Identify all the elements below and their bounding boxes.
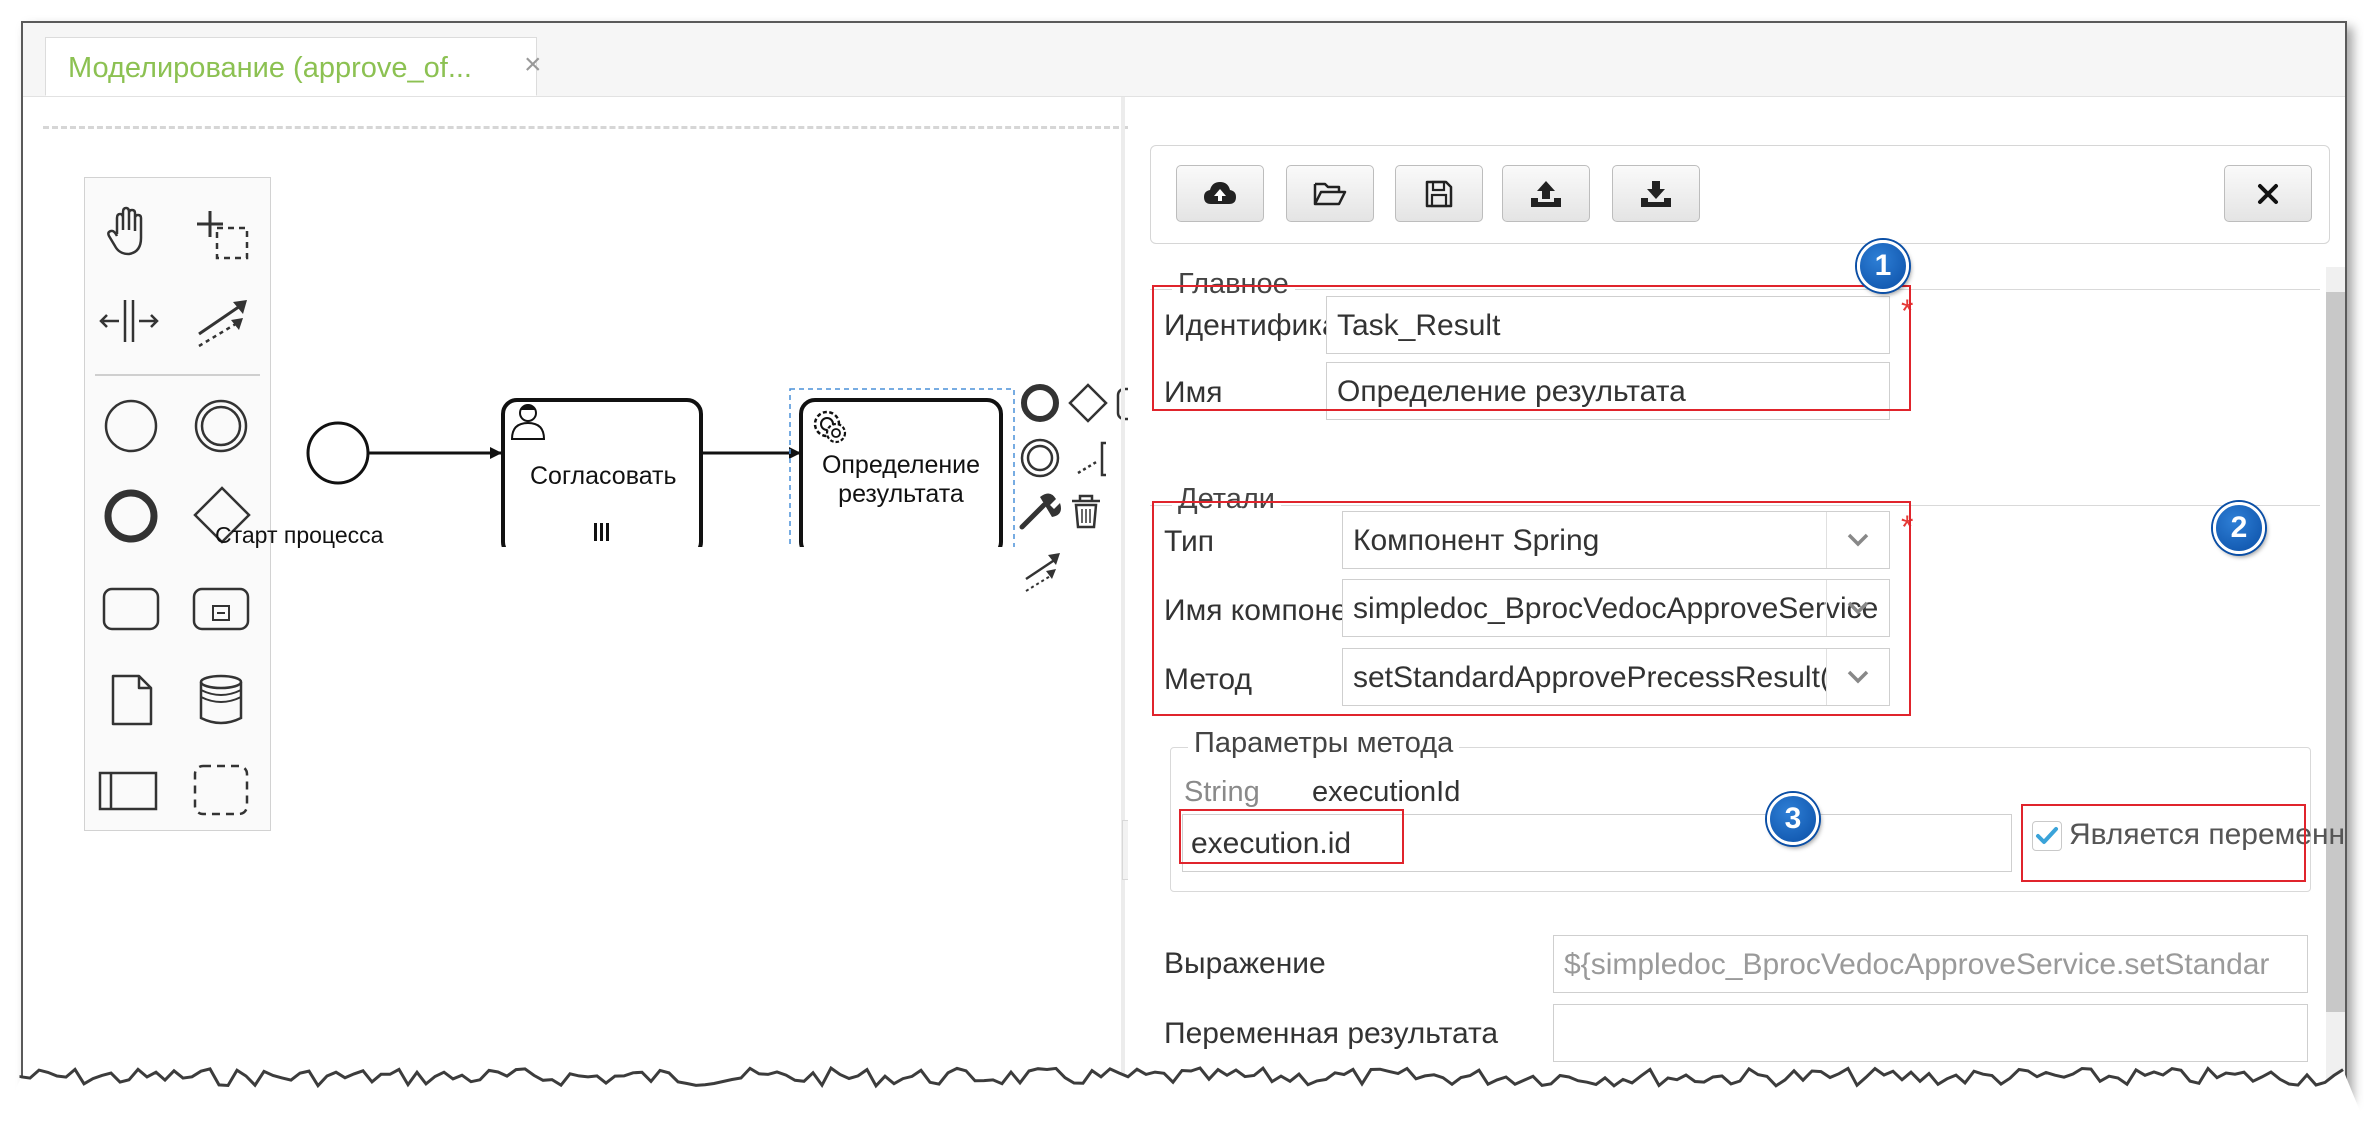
space-tool-icon[interactable] bbox=[99, 296, 159, 351]
is-variable-label: Является переменной bbox=[2069, 818, 2346, 851]
global-connect-icon[interactable] bbox=[193, 292, 253, 355]
component-select-value: simpledoc_BprocVedocApproveService bbox=[1353, 592, 1879, 625]
result-variable-input[interactable] bbox=[1553, 1004, 2308, 1062]
append-gateway-icon[interactable] bbox=[1068, 383, 1108, 423]
method-label: Метод bbox=[1164, 663, 1252, 696]
append-intermediate-event-icon[interactable] bbox=[1020, 438, 1060, 478]
param-name-label: executionId bbox=[1312, 776, 1461, 808]
group-icon[interactable] bbox=[191, 762, 251, 823]
tab-modeling[interactable]: Моделирование (approve_of... × bbox=[45, 37, 542, 96]
open-button[interactable] bbox=[1286, 165, 1374, 222]
is-variable-checkbox[interactable] bbox=[2032, 821, 2062, 851]
close-panel-button[interactable] bbox=[2224, 165, 2312, 222]
task-determine-result[interactable] bbox=[799, 398, 1003, 547]
start-event-icon[interactable] bbox=[101, 396, 161, 461]
callout-badge-2: 2 bbox=[2213, 502, 2265, 554]
expression-input[interactable]: ${simpledoc_BprocVedocApproveService.set… bbox=[1553, 935, 2308, 993]
deploy-button[interactable] bbox=[1176, 165, 1264, 222]
type-select[interactable]: Компонент Spring bbox=[1342, 511, 1890, 569]
save-icon bbox=[1425, 180, 1453, 207]
data-store-icon[interactable] bbox=[195, 672, 247, 733]
task-result-label-line1: Определение bbox=[821, 451, 981, 479]
palette-separator bbox=[95, 374, 260, 376]
lasso-tool-icon[interactable] bbox=[193, 204, 253, 269]
task-icon[interactable] bbox=[101, 584, 161, 639]
hand-tool-icon[interactable] bbox=[101, 204, 157, 265]
canvas-top-border bbox=[43, 126, 1128, 129]
highlight-is-variable bbox=[2021, 804, 2306, 882]
callout-badge-1: 1 bbox=[1857, 240, 1909, 292]
method-select-value: setStandardApprovePrecessResult(String e… bbox=[1353, 661, 1890, 694]
close-icon bbox=[2258, 183, 2278, 204]
method-select[interactable]: setStandardApprovePrecessResult(String e… bbox=[1342, 648, 1890, 706]
diagram-canvas[interactable]: Старт процесса Согласовать Определение р… bbox=[23, 97, 1133, 1098]
append-end-event-icon[interactable] bbox=[1021, 384, 1059, 422]
download-icon bbox=[1641, 180, 1671, 207]
highlight-details bbox=[1152, 501, 1911, 716]
download-button[interactable] bbox=[1612, 165, 1700, 222]
tab-title: Моделирование (approve_of... bbox=[68, 52, 472, 84]
component-chevron-down-icon[interactable] bbox=[1826, 580, 1889, 636]
main-section-rule bbox=[1150, 289, 2320, 290]
properties-panel: Главное Идентификатор Task_Result * Имя … bbox=[1128, 97, 2345, 1098]
param-type-label: String bbox=[1184, 776, 1260, 808]
torn-edge-decoration bbox=[0, 1065, 2364, 1121]
selection-outline bbox=[789, 388, 1015, 547]
service-task-icon bbox=[813, 410, 847, 444]
params-section-legend: Параметры метода bbox=[1188, 727, 1460, 760]
type-select-value: Компонент Spring bbox=[1353, 524, 1600, 557]
result-variable-label: Переменная результата bbox=[1164, 1017, 1499, 1050]
method-chevron-down-icon[interactable] bbox=[1826, 649, 1889, 705]
pool-icon[interactable] bbox=[97, 768, 159, 819]
checkmark-icon bbox=[2036, 827, 2058, 844]
window-frame: Моделирование (approve_of... × bbox=[21, 21, 2347, 1098]
bpmn-diagram bbox=[306, 388, 1015, 547]
user-task-icon bbox=[510, 404, 546, 440]
task-approve-label: Согласовать bbox=[530, 462, 677, 490]
upload-button[interactable] bbox=[1502, 165, 1590, 222]
panel-divider[interactable] bbox=[1121, 97, 1125, 1098]
gateway-icon[interactable] bbox=[191, 484, 253, 551]
context-pad bbox=[1019, 383, 1133, 592]
tab-close-icon[interactable]: × bbox=[524, 48, 542, 81]
tool-palette bbox=[84, 177, 271, 831]
details-section-legend: Детали bbox=[1172, 483, 1282, 516]
properties-scroll-thumb[interactable] bbox=[2326, 292, 2345, 1012]
type-chevron-down-icon[interactable] bbox=[1826, 512, 1889, 568]
text-annotation-icon[interactable] bbox=[1077, 441, 1106, 477]
callout-badge-3: 3 bbox=[1767, 793, 1819, 845]
properties-toolbar bbox=[1150, 145, 2330, 244]
parallel-multi-instance-icon bbox=[594, 523, 609, 541]
type-label: Тип bbox=[1164, 525, 1215, 558]
subprocess-icon[interactable] bbox=[191, 584, 251, 639]
upload-icon bbox=[1531, 180, 1561, 207]
name-label: Имя bbox=[1164, 376, 1223, 409]
start-event[interactable] bbox=[306, 421, 370, 485]
data-object-icon[interactable] bbox=[107, 672, 157, 733]
cloud-upload-icon bbox=[1204, 181, 1236, 204]
connect-arrow-icon[interactable] bbox=[1025, 553, 1060, 592]
main-section-legend: Главное bbox=[1172, 268, 1295, 301]
folder-open-icon bbox=[1313, 182, 1347, 205]
change-type-wrench-icon[interactable] bbox=[1019, 493, 1061, 530]
expression-label: Выражение bbox=[1164, 947, 1326, 980]
tab-bar: Моделирование (approve_of... × bbox=[23, 23, 2345, 97]
task-approve[interactable] bbox=[501, 398, 703, 547]
method-params-box bbox=[1170, 747, 2311, 892]
save-button[interactable] bbox=[1395, 165, 1483, 222]
id-input[interactable]: Task_Result bbox=[1326, 296, 1890, 354]
append-task-icon[interactable] bbox=[1116, 387, 1133, 421]
component-select[interactable]: simpledoc_BprocVedocApproveService bbox=[1342, 579, 1890, 637]
intermediate-event-icon[interactable] bbox=[191, 396, 251, 461]
highlight-main bbox=[1152, 285, 1911, 411]
delete-trash-icon[interactable] bbox=[1072, 494, 1100, 529]
highlight-param-value bbox=[1179, 809, 1404, 864]
task-result-label-line2: результата bbox=[838, 480, 964, 508]
details-section-rule bbox=[1150, 505, 2320, 506]
start-event-label: Старт процесса bbox=[215, 522, 384, 548]
end-event-icon[interactable] bbox=[101, 486, 161, 551]
